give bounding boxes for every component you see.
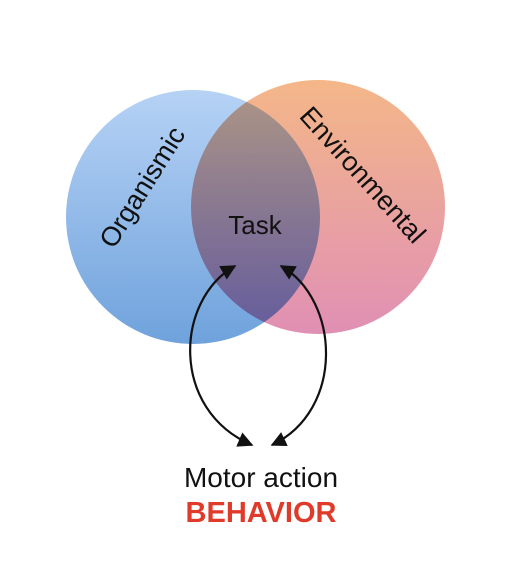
task-label: Task (228, 210, 282, 240)
behavior-caption: BEHAVIOR (185, 497, 337, 529)
right-curved-arrow (270, 265, 328, 446)
left-curved-arrow (189, 265, 254, 447)
environmental-circle (191, 80, 445, 334)
motor-action-caption: Motor action (183, 462, 339, 493)
